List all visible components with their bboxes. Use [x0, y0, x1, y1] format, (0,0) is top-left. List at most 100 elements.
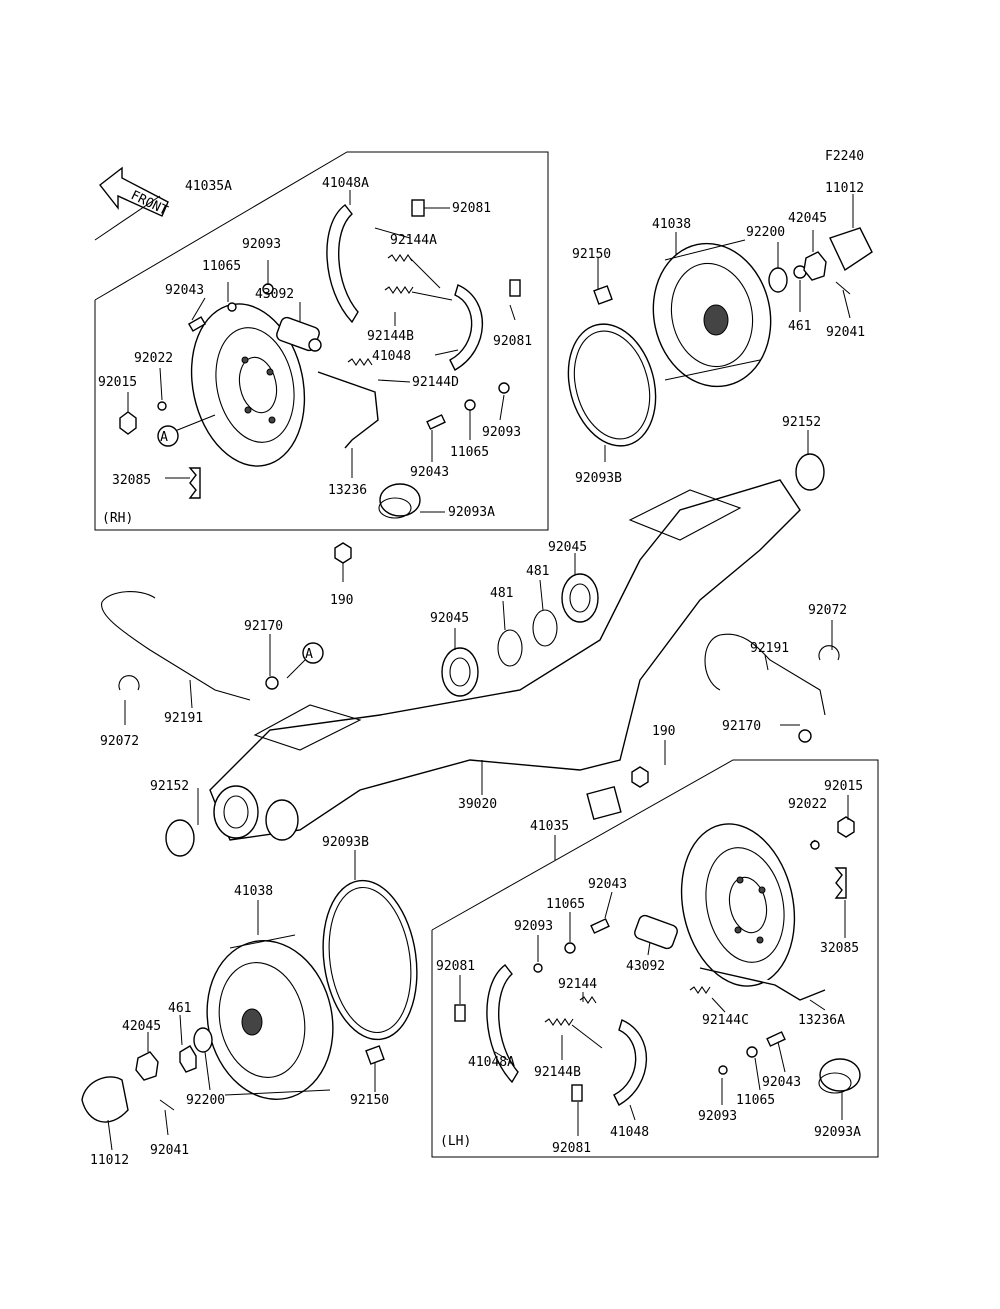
- part-label: 92093: [698, 1109, 737, 1124]
- part-label: 11065: [736, 1093, 775, 1108]
- part-label: 39020: [458, 797, 497, 812]
- lh-wheel-cylinder: [634, 914, 678, 950]
- part-label: 13236: [328, 483, 367, 498]
- part-label: 92191: [164, 711, 203, 726]
- part-label: 41048: [610, 1125, 649, 1140]
- part-label: 92093: [514, 919, 553, 934]
- part-label: 43092: [255, 287, 294, 302]
- rh-parking-lever: [317, 371, 379, 449]
- rh-small-parts: [119, 199, 521, 564]
- part-label: 92170: [244, 619, 283, 634]
- lh-label: (LH): [440, 1134, 471, 1149]
- marker-a-rh: [157, 425, 179, 447]
- part-label: 92093A: [814, 1125, 861, 1140]
- part-label: 11065: [546, 897, 585, 912]
- part-label: 92093A: [448, 505, 495, 520]
- part-label: 92144: [558, 977, 597, 992]
- part-label: 92015: [98, 375, 137, 390]
- part-label: 481: [490, 586, 513, 601]
- part-label: 92015: [824, 779, 863, 794]
- part-label: 41038: [652, 217, 691, 232]
- axle-housing: [209, 479, 801, 841]
- part-label: 481: [526, 564, 549, 579]
- part-label: 92093: [242, 237, 281, 252]
- part-label: 41035: [530, 819, 569, 834]
- part-label: 41048: [372, 349, 411, 364]
- breather-hoses: [101, 591, 840, 788]
- part-label: 92041: [826, 325, 865, 340]
- part-label: 92191: [750, 641, 789, 656]
- part-label: 11012: [90, 1153, 129, 1168]
- lh-brake-backing-plate: [680, 823, 796, 987]
- part-label: 41038: [234, 884, 273, 899]
- part-label: 92045: [430, 611, 469, 626]
- bushings: [165, 453, 825, 857]
- lh-small-parts: [454, 816, 861, 1102]
- part-label: 92152: [782, 415, 821, 430]
- rh-wheel-cylinder: [276, 316, 322, 352]
- upper-hub-parts: [593, 227, 873, 305]
- part-label: 461: [168, 1001, 191, 1016]
- rh-brake-shoe-rear: [449, 284, 484, 371]
- part-label: 92093B: [322, 835, 369, 850]
- part-label: 92081: [493, 334, 532, 349]
- part-label: 92200: [746, 225, 785, 240]
- part-label: 92043: [410, 465, 449, 480]
- part-label: 92093B: [575, 471, 622, 486]
- part-label: A: [305, 647, 313, 662]
- part-label: 92093: [482, 425, 521, 440]
- lower-hub-parts: [81, 1027, 385, 1123]
- part-label: 92081: [452, 201, 491, 216]
- rh-label: (RH): [102, 511, 133, 526]
- part-label: 42045: [788, 211, 827, 226]
- rh-brake-shoe-front: [326, 204, 359, 324]
- part-label: 92041: [150, 1143, 189, 1158]
- part-label: 92022: [788, 797, 827, 812]
- part-label: 41048A: [468, 1055, 515, 1070]
- part-label: 43092: [626, 959, 665, 974]
- part-label: 92150: [350, 1093, 389, 1108]
- lh-brake-shoe-front: [486, 964, 519, 1084]
- part-label: 92150: [572, 247, 611, 262]
- part-label: 32085: [820, 941, 859, 956]
- part-label: 13236A: [798, 1013, 845, 1028]
- part-label: 41048A: [322, 176, 369, 191]
- upper-drum: [652, 239, 772, 388]
- part-label: 92144B: [367, 329, 414, 344]
- part-label: 190: [330, 593, 353, 608]
- upper-drum-seal: [567, 323, 657, 447]
- part-label: 92043: [165, 283, 204, 298]
- part-label: 41035A: [185, 179, 232, 194]
- marker-a-hose: [302, 642, 324, 664]
- part-label: 92043: [762, 1075, 801, 1090]
- part-label: 11065: [450, 445, 489, 460]
- part-label: 92022: [134, 351, 173, 366]
- part-label: 92200: [186, 1093, 225, 1108]
- part-label: 92072: [100, 734, 139, 749]
- lower-drum: [206, 934, 334, 1101]
- part-label: 11065: [202, 259, 241, 274]
- lh-brake-shoe-rear: [613, 1019, 648, 1106]
- lh-parking-lever: [699, 967, 826, 1001]
- part-label: 92144C: [702, 1013, 749, 1028]
- part-label: A: [160, 430, 168, 445]
- rh-group-frame: [94, 151, 549, 531]
- rh-brake-backing-plate: [190, 303, 306, 467]
- part-label: 92081: [436, 959, 475, 974]
- front-arrow-icon: FRONT: [99, 166, 170, 219]
- part-label: 190: [652, 724, 675, 739]
- lh-springs: [544, 986, 711, 1049]
- part-label: 92152: [150, 779, 189, 794]
- rh-springs: [347, 254, 453, 366]
- lower-drum-seal: [322, 879, 418, 1041]
- part-label: 92144B: [534, 1065, 581, 1080]
- part-label: 92043: [588, 877, 627, 892]
- part-label: 92045: [548, 540, 587, 555]
- part-label: 92144D: [412, 375, 459, 390]
- part-label: 11012: [825, 181, 864, 196]
- part-label: 92144A: [390, 233, 437, 248]
- part-label: 32085: [112, 473, 151, 488]
- part-label: 92081: [552, 1141, 591, 1156]
